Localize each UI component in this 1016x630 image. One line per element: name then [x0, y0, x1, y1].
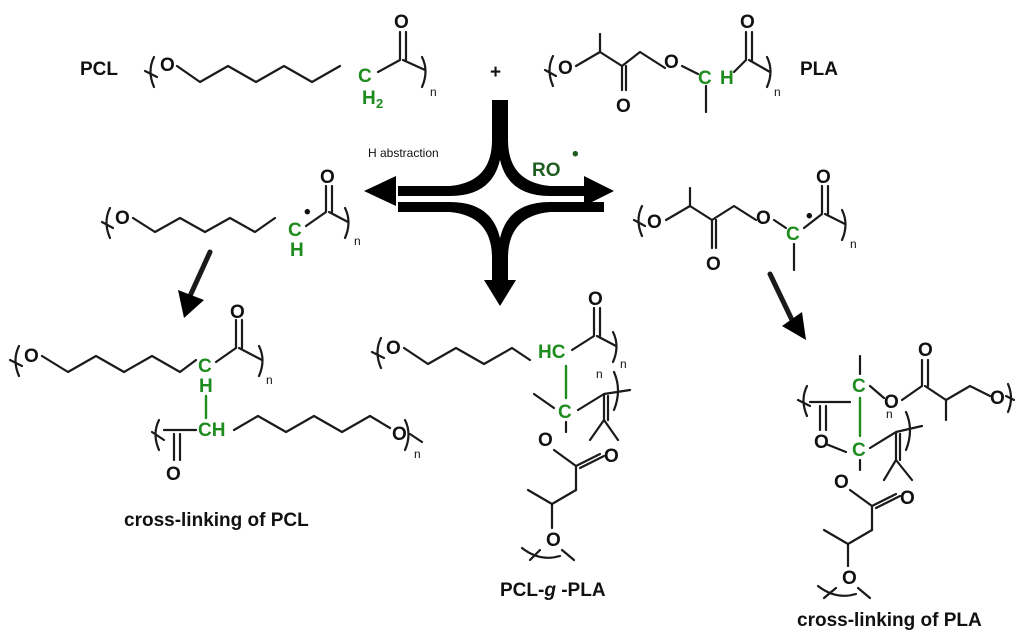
pcl-radical-hydrogen: H	[290, 240, 304, 261]
pcl-xl-carbonyl-oxygen-2: O	[166, 464, 181, 485]
pla-xl-carbonyl-oxygen-3: O	[900, 488, 915, 509]
graft-carbonyl-oxygen-2: O	[604, 446, 619, 467]
graft-oxygen-3: O	[546, 530, 561, 551]
pcl-xl-hydrogen-1: H	[199, 376, 213, 397]
pla-monomer: O O O C H O n	[543, 12, 781, 117]
side-arrows	[178, 249, 806, 340]
graft-repeat-n-1: n	[620, 357, 627, 371]
pcl-g-pla-structure: O HC O n C n O O O	[370, 289, 632, 562]
pcl-monomer: O C H 2 O n	[143, 12, 437, 111]
pla-xl-repeat-n: n	[886, 407, 893, 421]
crosslink-pcl-label: cross-linking of PCL	[124, 510, 309, 531]
pla-xl-oxygen-2: O	[834, 472, 849, 493]
ro-radical-label: RO	[532, 160, 561, 181]
pcl-label: PCL	[80, 59, 118, 80]
pcl-crosslink-structure: O C O n H CH O n O	[8, 302, 424, 485]
pla-xl-carbon-2: C	[852, 440, 866, 461]
pla-radical-ester-oxygen: O	[756, 208, 771, 229]
pla-crosslink-structure: O C O O O C n O O O	[796, 340, 1016, 600]
graft-oxygen-1: O	[386, 338, 401, 359]
pcl-radical-dot: •	[304, 202, 311, 223]
pla-label: PLA	[800, 59, 838, 80]
pcl-radical-repeat-n: n	[354, 234, 361, 248]
pla-ch-carbon: C	[698, 68, 712, 89]
pcl-ester-oxygen: O	[160, 55, 175, 76]
pcl-xl-carbon-1: C	[198, 356, 212, 377]
graft-carbon: C	[558, 402, 572, 423]
pla-carbonyl-oxygen-1: O	[616, 96, 631, 117]
pcl-xl-repeat-n-1: n	[266, 373, 273, 387]
pcl-xl-ch: CH	[198, 420, 225, 441]
pla-ether-oxygen: O	[558, 58, 573, 79]
central-reaction-arrow	[364, 100, 614, 306]
pcl-repeat-n: n	[430, 85, 437, 99]
pcl-radical-carbonyl-oxygen: O	[320, 167, 335, 188]
pla-radical-dot: •	[806, 206, 813, 227]
crosslink-pla-label: cross-linking of PLA	[797, 610, 982, 630]
graft-carbonyl-oxygen-1: O	[588, 289, 603, 310]
pcl-h2-subscript: 2	[376, 96, 383, 111]
pla-radical: O O O C • O n	[632, 167, 857, 275]
graft-repeat-n-2: n	[596, 367, 603, 381]
pla-xl-oxygen-end: O	[990, 388, 1005, 409]
pcl-xl-oxygen-1: O	[24, 346, 39, 367]
pcl-xl-oxygen-2: O	[392, 424, 407, 445]
plus-sign: +	[490, 62, 501, 83]
pla-xl-oxygen-3: O	[842, 568, 857, 589]
pla-xl-ester-oxygen: O	[884, 392, 899, 413]
pla-carbonyl-oxygen-2: O	[740, 12, 755, 33]
graft-oxygen-2: O	[538, 430, 553, 451]
pla-ch-hydrogen: H	[720, 68, 734, 89]
pla-radical-carbonyl-oxygen-1: O	[706, 254, 721, 275]
pcl-radical-oxygen: O	[115, 208, 130, 229]
pla-ester-oxygen: O	[664, 52, 679, 73]
pcl-ch2-carbon: C	[358, 66, 372, 87]
pla-radical-carbonyl-oxygen-2: O	[816, 167, 831, 188]
pla-radical-carbon: C	[786, 224, 800, 245]
pla-xl-carbonyl-oxygen-1: O	[814, 432, 829, 453]
ro-radical-dot: •	[572, 144, 579, 165]
pla-xl-carbon-1: C	[852, 376, 866, 397]
graft-label: PCL-g -PLA	[500, 580, 606, 601]
pla-repeat-n: n	[774, 85, 781, 99]
pcl-xl-repeat-n-2: n	[414, 447, 421, 461]
pcl-radical: O C H • O n	[100, 167, 361, 261]
pcl-carbonyl-oxygen: O	[394, 12, 409, 33]
pla-xl-carbonyl-oxygen-2: O	[918, 340, 933, 361]
pla-radical-repeat-n: n	[850, 237, 857, 251]
pcl-xl-carbonyl-oxygen-1: O	[230, 302, 245, 323]
pla-radical-ether-oxygen: O	[647, 212, 662, 233]
h-abstraction-label: H abstraction	[368, 146, 439, 160]
pcl-ch2-hydrogen: H	[362, 88, 376, 109]
pcl-radical-carbon: C	[288, 220, 302, 241]
graft-hc: HC	[538, 342, 566, 363]
